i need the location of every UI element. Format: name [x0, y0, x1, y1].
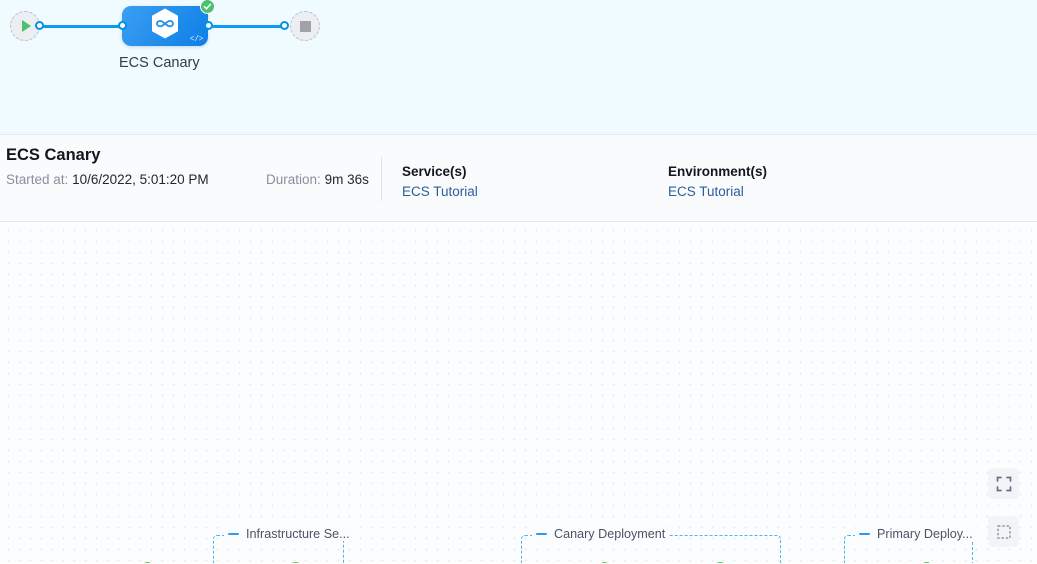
dashed-selection-icon: [996, 524, 1011, 539]
execution-graph-canvas[interactable]: Infrastructure Se... Canary Deployment P…: [0, 222, 1037, 563]
top-end-port[interactable]: [280, 21, 289, 30]
select-area-button[interactable]: [988, 516, 1019, 547]
environments-heading: Environment(s): [668, 164, 768, 179]
group-canary-deployment[interactable]: Canary Deployment: [521, 527, 781, 563]
services-column: Service(s) ECS Tutorial: [402, 164, 478, 199]
top-stage-status-badge: [200, 0, 215, 14]
fit-to-screen-icon: [996, 476, 1011, 491]
group-label-text: Canary Deployment: [554, 527, 666, 541]
group-label-text: Primary Deploy...: [877, 527, 973, 541]
play-icon: [22, 20, 31, 32]
top-edge-start-to-stage: [42, 25, 124, 28]
environments-column: Environment(s) ECS Tutorial: [668, 164, 767, 199]
services-heading: Service(s): [402, 164, 467, 179]
started-at-row: Started at: 10/6/2022, 5:01:20 PM: [6, 172, 209, 187]
duration-value: 9m 36s: [324, 172, 369, 187]
duration-row: Duration: 9m 36s: [266, 172, 369, 187]
top-end-node[interactable]: [290, 11, 320, 41]
collapse-dash-icon[interactable]: [228, 533, 239, 535]
top-pipeline-strip: </> ECS Canary: [0, 0, 1037, 135]
group-primary-deployment[interactable]: Primary Deploy...: [844, 527, 977, 563]
collapse-dash-icon[interactable]: [536, 533, 547, 535]
fit-to-screen-button[interactable]: [988, 468, 1019, 499]
group-label-text: Infrastructure Se...: [246, 527, 350, 541]
top-edge-stage-to-end: [211, 25, 283, 28]
duration-label: Duration:: [266, 172, 321, 187]
green-check-icon: [203, 3, 212, 10]
top-stage-card-ecs-canary[interactable]: </>: [122, 6, 208, 46]
top-stage-port-left[interactable]: [118, 21, 127, 30]
execution-title: ECS Canary: [6, 146, 101, 164]
collapse-dash-icon[interactable]: [859, 533, 870, 535]
info-divider: [381, 157, 382, 201]
execution-info-bar: ECS Canary Started at: 10/6/2022, 5:01:2…: [0, 135, 1037, 222]
services-link[interactable]: ECS Tutorial: [402, 184, 478, 199]
started-at-label: Started at:: [6, 172, 69, 187]
top-stage-label: ECS Canary: [119, 55, 200, 71]
group-infrastructure-section[interactable]: Infrastructure Se...: [213, 527, 354, 563]
environments-link[interactable]: ECS Tutorial: [668, 184, 744, 199]
stop-icon: [299, 20, 311, 32]
code-brackets-icon: </>: [189, 35, 204, 44]
step-status-service: [140, 561, 155, 563]
group-primary-label[interactable]: Primary Deploy...: [855, 527, 977, 541]
group-infrastructure-label[interactable]: Infrastructure Se...: [224, 527, 354, 541]
started-at-value: 10/6/2022, 5:01:20 PM: [72, 172, 209, 187]
group-canary-label[interactable]: Canary Deployment: [532, 527, 670, 541]
harness-infinity-hexagon-icon: [150, 8, 180, 45]
